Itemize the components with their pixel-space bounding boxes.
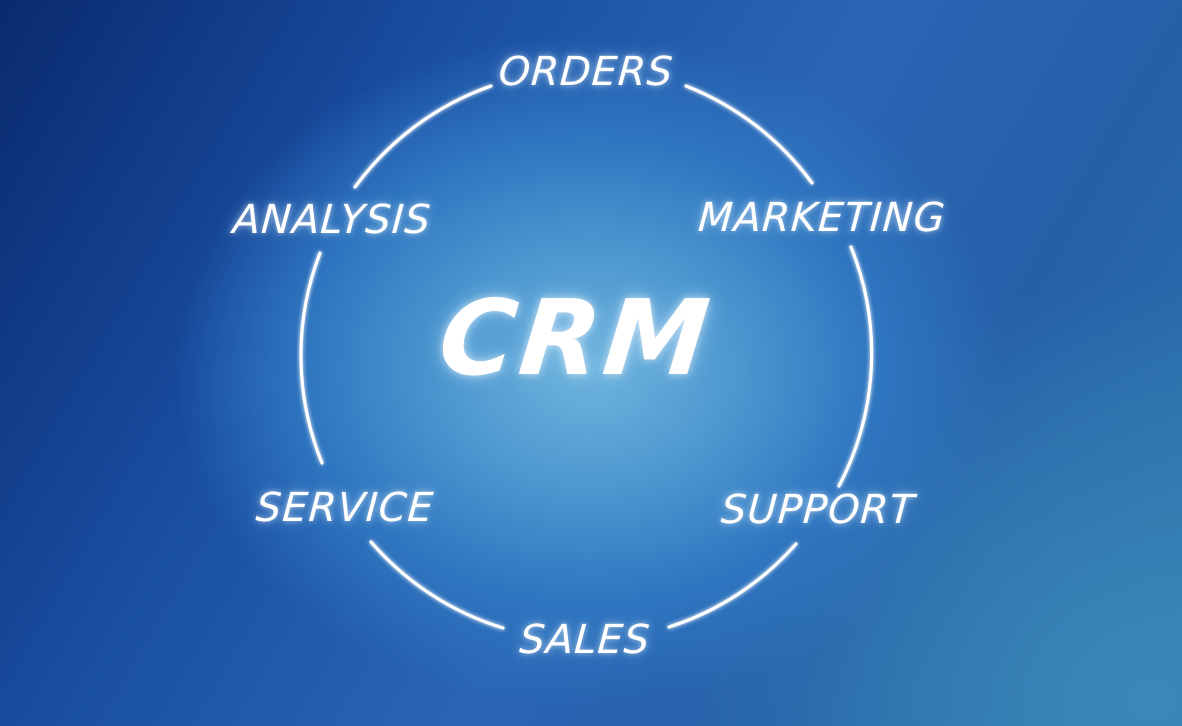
node-analysis: ANALYSIS	[231, 197, 433, 243]
arc-analysis-orders	[353, 84, 493, 189]
node-service: SERVICE	[254, 485, 436, 531]
arc-support-sales	[667, 542, 798, 629]
arc-service-analysis	[299, 251, 324, 465]
arc-marketing-support	[837, 245, 874, 488]
node-marketing: MARKETING	[696, 195, 948, 241]
node-sales: SALES	[518, 617, 652, 663]
arc-orders-marketing	[684, 84, 814, 185]
center-label-crm: CRM	[433, 277, 719, 399]
node-support: SUPPORT	[719, 487, 917, 533]
node-orders: ORDERS	[497, 49, 675, 95]
arc-sales-service	[369, 540, 505, 630]
